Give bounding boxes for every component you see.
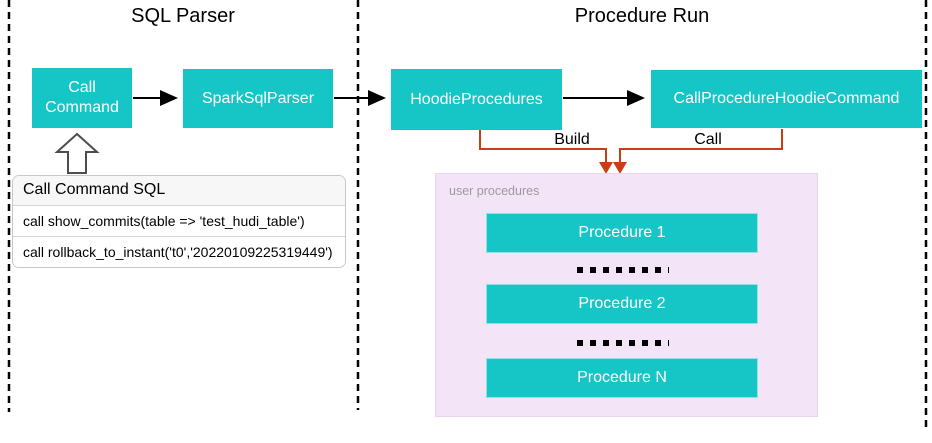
sparksqlparser-node: SparkSqlParser: [183, 69, 333, 128]
call-edge-label: Call: [694, 131, 722, 148]
sql-parser-section-title: SQL Parser: [131, 5, 235, 27]
ellipsis-dots-icon: [577, 267, 669, 273]
call-command-sql-table: Call Command SQL call show_commits(table…: [12, 175, 346, 268]
ellipsis-dots-icon: [577, 340, 669, 346]
hollow-up-arrow-icon: [54, 132, 100, 174]
sql-table-row: call rollback_to_instant('t0','202201092…: [13, 236, 345, 267]
user-procedures-label: user procedures: [449, 184, 540, 198]
sql-table-header: Call Command SQL: [13, 176, 345, 206]
procedure-run-section-title: Procedure Run: [574, 5, 710, 27]
hoodieprocedures-node: HoodieProcedures: [391, 69, 562, 130]
procedure-2-node: Procedure 2: [486, 284, 758, 324]
call-command-node: Call Command: [32, 68, 132, 128]
sql-table-row: call show_commits(table => 'test_hudi_ta…: [13, 206, 345, 236]
build-edge-label: Build: [554, 131, 590, 148]
callprocedurehoodiecommand-node: CallProcedureHoodieCommand: [651, 70, 922, 128]
user-procedures-panel: user procedures Procedure 1 Procedure 2 …: [435, 173, 818, 417]
procedure-1-node: Procedure 1: [486, 213, 758, 253]
procedure-n-node: Procedure N: [486, 358, 758, 398]
